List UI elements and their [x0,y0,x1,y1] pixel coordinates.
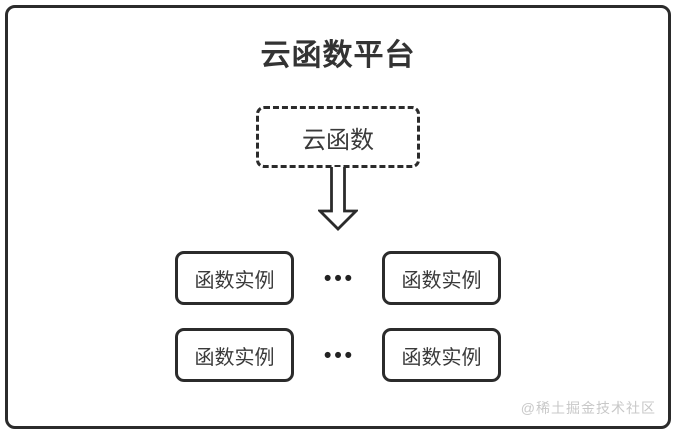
function-instance-box: 函数实例 [175,328,294,382]
watermark-text: @稀土掘金技术社区 [520,400,656,416]
cloud-function-box: 云函数 [256,106,420,168]
function-instance-box: 函数实例 [175,251,294,305]
cloud-platform-container: 云函数平台 云函数 函数实例 ••• 函数实例 函数实例 ••• 函数实例 [5,5,671,429]
cloud-function-label: 云函数 [302,126,374,154]
instance-row: 函数实例 ••• 函数实例 [175,251,501,305]
instance-row: 函数实例 ••• 函数实例 [175,328,501,382]
ellipsis-dots: ••• [323,266,356,290]
function-instance-box: 函数实例 [382,251,501,305]
function-instance-label: 函数实例 [194,346,275,369]
function-instance-label: 函数实例 [401,269,482,292]
function-instance-box: 函数实例 [382,328,501,382]
diagram-title: 云函数平台 [260,39,416,72]
function-instance-label: 函数实例 [401,346,482,369]
down-arrow-icon [318,167,358,231]
ellipsis-dots: ••• [323,343,356,367]
function-instance-label: 函数实例 [194,269,275,292]
